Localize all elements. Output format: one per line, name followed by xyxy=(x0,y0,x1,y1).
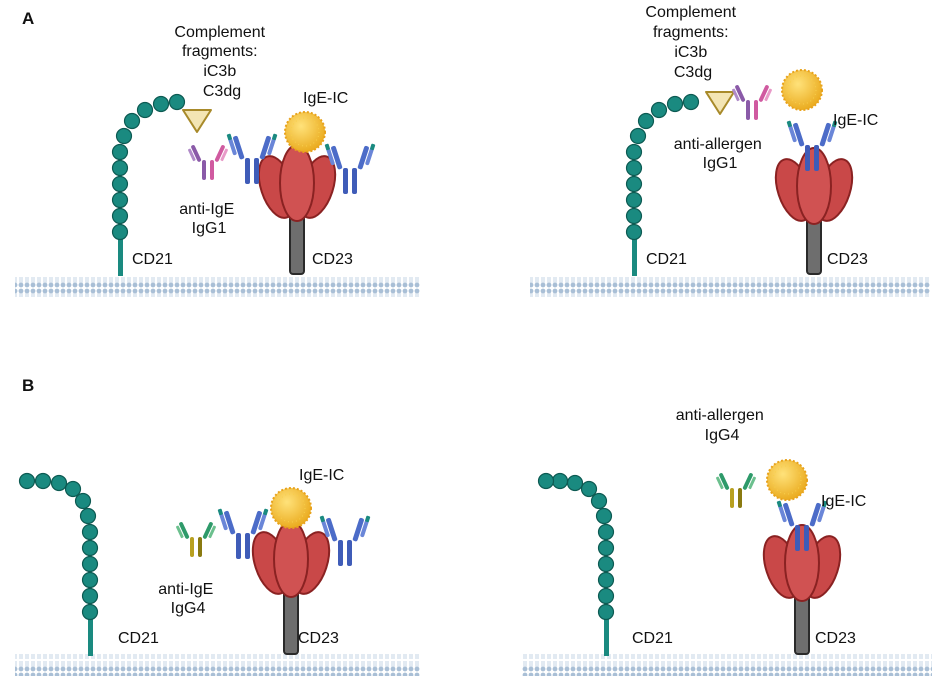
igg-antibody-icon xyxy=(731,84,773,120)
cd21-receptor-icon xyxy=(625,93,700,276)
allergen-icon xyxy=(766,459,808,501)
membrane-icon xyxy=(522,654,932,676)
anti-allergen-igg1-label: anti-allergen IgG1 xyxy=(674,136,767,172)
ige-ic-label: IgE-IC xyxy=(821,493,866,510)
membrane-icon xyxy=(530,275,930,297)
cd21-receptor-icon xyxy=(537,472,615,656)
ige-ic-label: IgE-IC xyxy=(303,90,348,107)
allergen-icon xyxy=(781,69,823,111)
complement-fragments-label: Complement fragments: iC3b C3dg xyxy=(174,24,269,100)
panel-label-b: B xyxy=(22,376,34,395)
anti-allergen-igg4-label: anti-allergen IgG4 xyxy=(676,407,769,444)
cd21-label: CD21 xyxy=(132,251,173,268)
cd23-label: CD23 xyxy=(815,630,856,647)
complement-fragment-icon xyxy=(705,91,735,115)
anti-ige-igg1-label: anti-IgE IgG1 xyxy=(179,201,239,237)
cd23-receptor-icon xyxy=(244,520,338,655)
cd21-receptor-icon xyxy=(111,93,186,276)
allergen-icon xyxy=(270,487,312,529)
igg-antibody-icon xyxy=(715,472,757,508)
membrane-icon xyxy=(15,275,420,297)
cd21-label: CD21 xyxy=(118,630,159,647)
cd23-label: CD23 xyxy=(298,630,339,647)
complement-fragment-icon xyxy=(182,109,212,133)
cd23-receptor-icon xyxy=(755,524,849,655)
ige-ic-label: IgE-IC xyxy=(299,467,344,484)
allergen-icon xyxy=(284,111,326,153)
cd23-receptor-icon xyxy=(250,144,344,275)
ige-ic-label: IgE-IC xyxy=(833,112,878,129)
igg-antibody-icon xyxy=(175,521,217,557)
membrane-icon xyxy=(15,654,420,676)
cd23-label: CD23 xyxy=(827,251,868,268)
cd21-label: CD21 xyxy=(632,630,673,647)
cd23-receptor-icon xyxy=(767,147,861,275)
anti-ige-igg4-label: anti-IgE IgG4 xyxy=(158,581,218,617)
igg-antibody-icon xyxy=(187,144,229,180)
complement-fragments-label: Complement fragments: iC3b C3dg xyxy=(645,4,740,81)
panel-label-a: A xyxy=(22,9,34,28)
cd21-label: CD21 xyxy=(646,251,687,268)
cd21-receptor-icon xyxy=(18,472,99,656)
cd23-label: CD23 xyxy=(312,251,353,268)
